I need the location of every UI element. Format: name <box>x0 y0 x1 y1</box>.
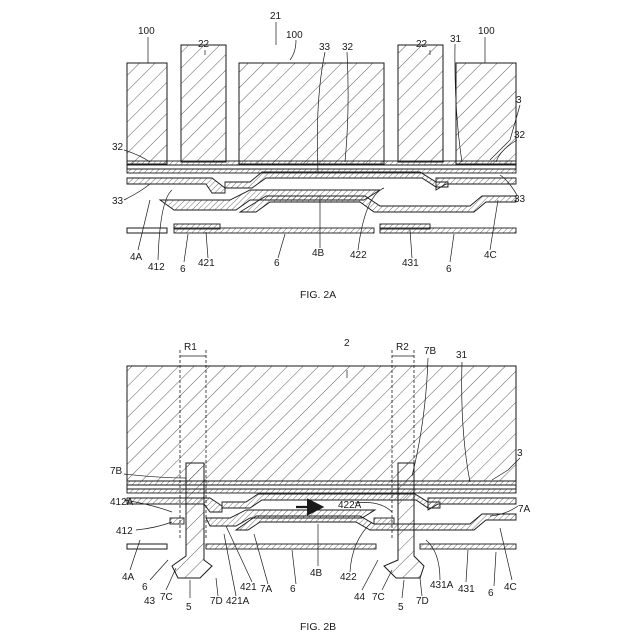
label-33-top: 33 <box>319 42 331 53</box>
layer-31 <box>127 165 516 169</box>
label-6-b: 6 <box>274 258 280 269</box>
label-7a-mid: 7A <box>260 584 273 595</box>
label-412: 412 <box>116 526 133 537</box>
label-4a: 4A <box>130 252 143 263</box>
electrode-22-right <box>398 45 443 162</box>
label-3-b: 3 <box>517 448 523 459</box>
bump-100-left <box>127 63 167 164</box>
layer-6-left <box>127 228 167 233</box>
label-6-c: 6 <box>446 264 452 275</box>
label-421: 421 <box>240 582 257 593</box>
label-32-top: 32 <box>342 42 354 53</box>
label-44: 44 <box>354 592 366 603</box>
conductor-4b <box>225 172 448 188</box>
layer-3-b <box>127 489 516 493</box>
label-6-a-b: 6 <box>142 582 148 593</box>
layer-32-top <box>127 161 516 165</box>
bump-100-right <box>456 63 516 164</box>
label-7d-a: 7D <box>210 596 223 607</box>
label-33-left: 33 <box>112 196 124 207</box>
label-32-right: 32 <box>514 130 526 141</box>
substrate-2 <box>127 366 516 481</box>
pad-43 <box>170 518 184 524</box>
label-r2: R2 <box>396 342 409 353</box>
label-412a: 412A <box>110 497 134 508</box>
figure-2b: R1 2 R2 7B 31 3 7B 412A 422A 7A 412 4A 6… <box>110 338 531 633</box>
layer-31-b <box>127 485 516 489</box>
label-7c-b: 7C <box>372 592 385 603</box>
label-43: 43 <box>144 596 156 607</box>
pad-431 <box>380 224 430 229</box>
label-4b-b: 4B <box>310 568 323 579</box>
pad-421 <box>174 224 220 229</box>
label-31: 31 <box>450 34 462 45</box>
layer-7b-top <box>127 481 516 485</box>
label-431a: 431A <box>430 580 454 591</box>
label-22-left: 22 <box>198 39 210 50</box>
label-422: 422 <box>340 572 357 583</box>
label-4a-b: 4A <box>122 572 135 583</box>
label-6-a: 6 <box>180 264 186 275</box>
conductor-4c <box>436 178 516 190</box>
label-7a-right: 7A <box>518 504 531 515</box>
label-422a: 422A <box>338 500 362 511</box>
pad-44 <box>374 518 394 524</box>
label-7c-a: 7C <box>160 592 173 603</box>
layer-6-right-b <box>420 544 516 549</box>
caption-fig-2b: FIG. 2B <box>300 621 336 633</box>
label-33-right: 33 <box>514 194 526 205</box>
layer-6-center-b <box>206 544 376 549</box>
label-3: 3 <box>516 95 522 106</box>
lower-conductor-422 <box>240 196 516 212</box>
label-r1: R1 <box>184 342 197 353</box>
conductor-4a-b <box>127 498 222 512</box>
conductor-4a <box>127 178 225 193</box>
label-4c: 4C <box>484 250 497 261</box>
label-21: 21 <box>270 11 282 22</box>
label-31-b: 31 <box>456 350 468 361</box>
figure-2a: 100 22 21 100 33 32 22 31 100 3 32 33 32… <box>112 11 526 301</box>
label-412: 412 <box>148 262 165 273</box>
label-22-right: 22 <box>416 39 428 50</box>
electrode-22-left <box>181 45 226 162</box>
layer-6-left-b <box>127 544 167 549</box>
label-100-right: 100 <box>478 26 495 37</box>
bump-100-center <box>239 63 384 164</box>
label-6-c-b: 6 <box>488 588 494 599</box>
label-100-center: 100 <box>286 30 303 41</box>
label-4c-b: 4C <box>504 582 517 593</box>
label-2: 2 <box>344 338 350 349</box>
label-100-left: 100 <box>138 26 155 37</box>
label-421a: 421A <box>226 596 250 607</box>
conductor-4c-b <box>428 498 516 510</box>
label-7d-b: 7D <box>416 596 429 607</box>
label-5-a: 5 <box>186 602 192 613</box>
label-6-b-b: 6 <box>290 584 296 595</box>
label-431: 431 <box>402 258 419 269</box>
label-421: 421 <box>198 258 215 269</box>
label-32-left: 32 <box>112 142 124 153</box>
label-7b-top: 7B <box>424 346 437 357</box>
label-4b: 4B <box>312 248 325 259</box>
label-7b-left: 7B <box>110 466 123 477</box>
caption-fig-2a: FIG. 2A <box>300 289 336 301</box>
label-431: 431 <box>458 584 475 595</box>
label-5-b: 5 <box>398 602 404 613</box>
label-422: 422 <box>350 250 367 261</box>
